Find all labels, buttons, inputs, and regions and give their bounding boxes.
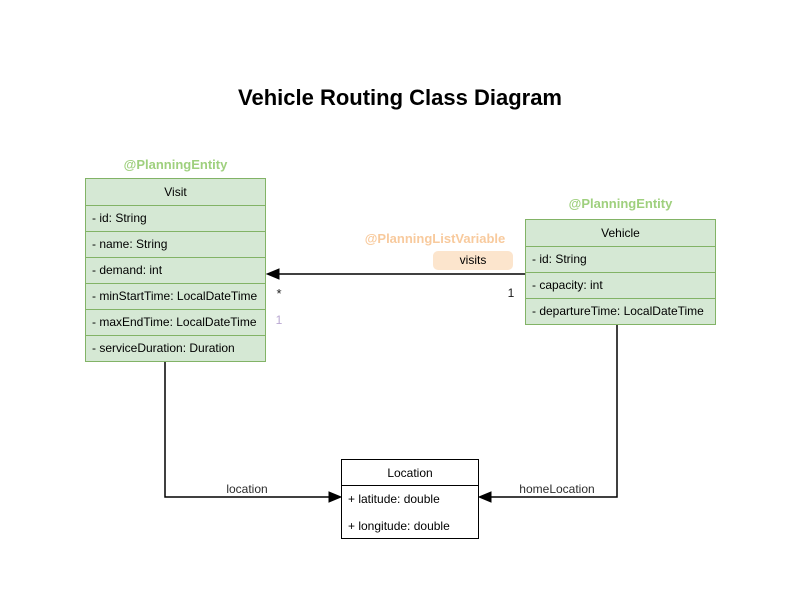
- location-edge: [164, 361, 343, 503]
- visit-class-box: Visit - id: String - name: String - dema…: [85, 178, 266, 362]
- visit-field-demand: - demand: int: [86, 257, 265, 283]
- vehicle-class-name: Vehicle: [601, 226, 640, 240]
- home-location-edge: [477, 323, 618, 503]
- vehicle-field-departure-time: - departureTime: LocalDateTime: [526, 298, 715, 324]
- home-location-edge-label: homeLocation: [519, 482, 595, 496]
- vehicle-class-box: Vehicle - id: String - capacity: int - d…: [525, 219, 716, 325]
- visits-source-multiplicity: 1: [507, 286, 515, 300]
- visit-field-min-start-time: - minStartTime: LocalDateTime: [86, 283, 265, 309]
- visits-shadow-label: 1: [275, 313, 283, 327]
- visit-class-name: Visit: [164, 185, 187, 199]
- location-class-name: Location: [342, 460, 478, 486]
- location-edge-label: location: [226, 482, 268, 496]
- diagram-title: Vehicle Routing Class Diagram: [238, 85, 562, 110]
- visit-planning-entity-annotation: @PlanningEntity: [123, 157, 228, 172]
- location-class-box: Location + latitude: double + longitude:…: [341, 459, 479, 539]
- location-field-latitude: + latitude: double: [348, 492, 440, 506]
- visit-field-id: - id: String: [86, 205, 265, 231]
- visits-edge-label: visits: [433, 251, 513, 270]
- vehicle-field-id: - id: String: [526, 246, 715, 272]
- visit-field-service-duration: - serviceDuration: Duration: [86, 335, 265, 361]
- location-field-longitude: + longitude: double: [348, 519, 450, 533]
- vehicle-field-capacity: - capacity: int: [526, 272, 715, 298]
- visits-edge: [265, 268, 525, 280]
- visit-field-name: - name: String: [86, 231, 265, 257]
- visit-field-max-end-time: - maxEndTime: LocalDateTime: [86, 309, 265, 335]
- visits-target-multiplicity: *: [276, 286, 282, 301]
- planning-list-variable-annotation: @PlanningListVariable: [364, 231, 506, 246]
- vehicle-planning-entity-annotation: @PlanningEntity: [568, 196, 673, 211]
